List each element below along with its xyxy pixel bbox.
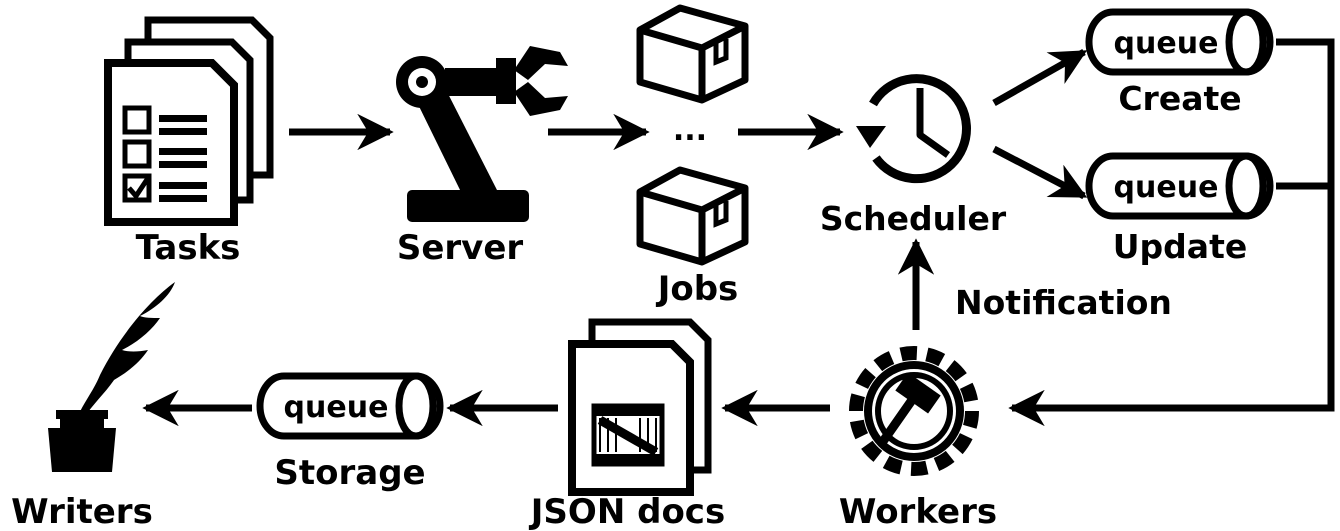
- edge-update-workers: [1008, 182, 1335, 427]
- queue-cylinder-icon: queue: [1085, 152, 1274, 220]
- tasks-node: Tasks: [104, 16, 274, 268]
- edge-scheduler-update: [992, 145, 1088, 200]
- edge-create-workers: [1276, 38, 1335, 408]
- queue-cylinder-icon: queue: [256, 372, 444, 440]
- scheduler-node: Scheduler: [820, 74, 1007, 238]
- edges: Notification: [142, 38, 1335, 427]
- server-node: Server: [396, 46, 568, 268]
- task-checklist-icon: [104, 16, 274, 226]
- server-label: Server: [397, 228, 524, 268]
- json-docs-label: JSON docs: [529, 492, 725, 531]
- jobs-label: Jobs: [656, 269, 739, 309]
- notification-label: Notification: [955, 283, 1172, 322]
- update-queue-text: queue: [1114, 170, 1219, 205]
- writers-node: Writers: [11, 282, 175, 531]
- update-label: Update: [1113, 227, 1247, 266]
- workers-label: Workers: [839, 492, 997, 531]
- robot-arm-icon: [396, 46, 568, 222]
- package-box-icon: [636, 166, 749, 266]
- create-queue-text: queue: [1114, 26, 1219, 61]
- create-queue-node: queue Create: [1085, 8, 1274, 118]
- jobs-node: ... Jobs: [636, 4, 749, 309]
- quill-inkwell-icon: [48, 282, 175, 472]
- workers-node: Workers: [839, 346, 997, 531]
- writers-label: Writers: [11, 492, 153, 531]
- jobs-ellipsis: ...: [673, 113, 707, 148]
- clock-icon: [856, 74, 971, 184]
- storage-queue-node: queue Storage: [256, 372, 444, 493]
- document-crate-icon: [568, 318, 712, 496]
- hammer-gear-icon: [849, 346, 979, 476]
- update-queue-node: queue Update: [1085, 152, 1274, 266]
- storage-label: Storage: [274, 453, 425, 493]
- scheduler-label: Scheduler: [820, 199, 1007, 238]
- create-label: Create: [1118, 79, 1241, 118]
- tasks-label: Tasks: [136, 228, 241, 268]
- package-box-icon: [636, 4, 749, 104]
- edge-scheduler-create: [992, 48, 1088, 107]
- storage-queue-text: queue: [284, 390, 389, 425]
- json-docs-node: JSON docs: [529, 318, 725, 531]
- queue-cylinder-icon: queue: [1085, 8, 1274, 76]
